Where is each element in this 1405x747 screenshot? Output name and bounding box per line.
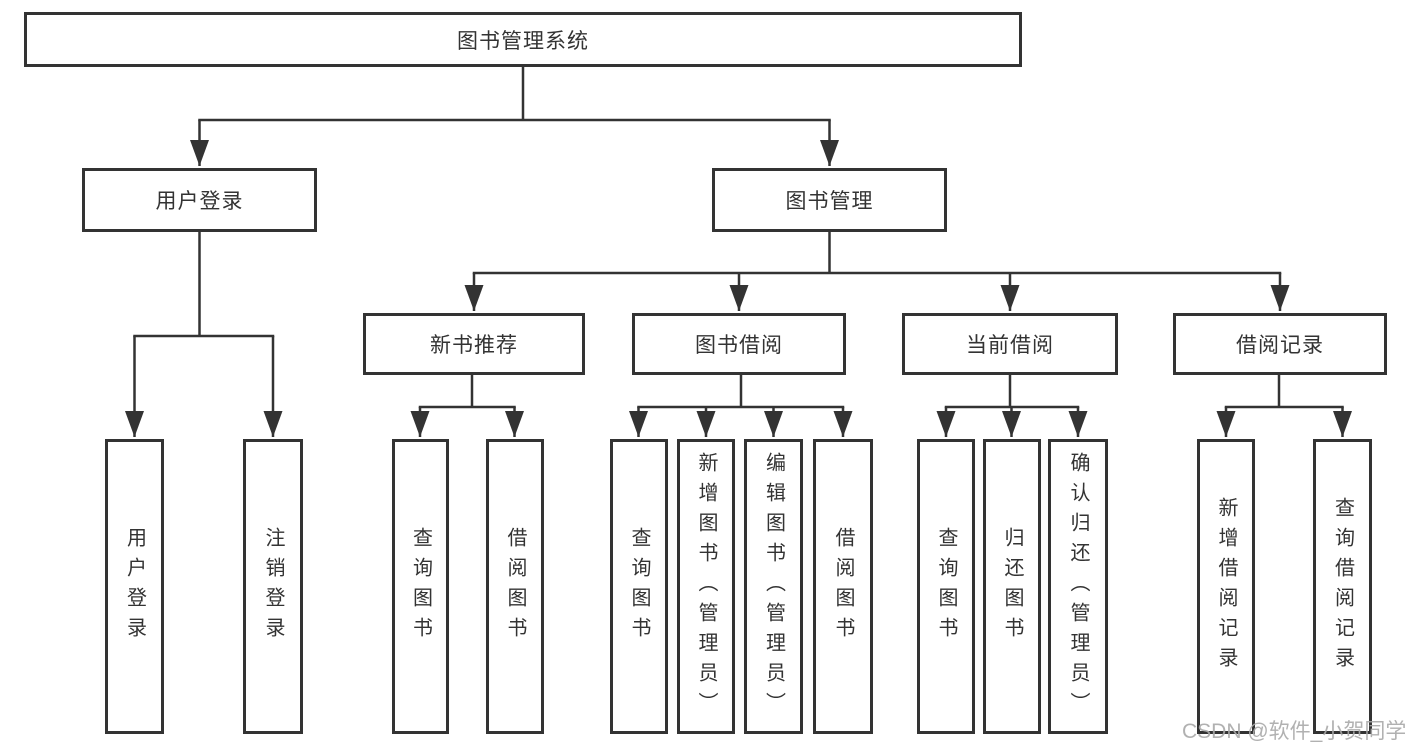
leaf-query-borrow-record: 查询借阅记录 <box>1313 439 1372 734</box>
node-current-borrowing: 当前借阅 <box>902 313 1118 375</box>
node-user-login: 用户登录 <box>82 168 317 232</box>
node-new-book-recommendation: 新书推荐 <box>363 313 585 375</box>
node-new-book-recommendation-label: 新书推荐 <box>430 334 518 357</box>
leaf-borrow-books-borrowing-label: 借阅图书 <box>832 526 854 647</box>
node-borrowing-records: 借阅记录 <box>1173 313 1387 375</box>
leaf-borrow-books-recommend: 借阅图书 <box>486 439 544 734</box>
leaf-query-books-borrowing-label: 查询图书 <box>628 526 650 647</box>
leaf-confirm-return-admin-label: 确认归还（管理员） <box>1067 451 1089 722</box>
leaf-borrow-books-recommend-label: 借阅图书 <box>504 526 526 647</box>
node-library-system: 图书管理系统 <box>24 12 1022 67</box>
node-user-login-label: 用户登录 <box>155 190 244 213</box>
node-current-borrowing-label: 当前借阅 <box>966 334 1054 357</box>
leaf-borrow-books-borrowing: 借阅图书 <box>813 439 873 734</box>
node-book-borrowing-label: 图书借阅 <box>695 334 783 357</box>
node-borrowing-records-label: 借阅记录 <box>1236 334 1324 357</box>
leaf-user-login: 用户登录 <box>105 439 164 734</box>
leaf-logout: 注销登录 <box>243 439 303 734</box>
leaf-edit-book-admin-label: 编辑图书（管理员） <box>762 451 785 722</box>
leaf-query-books-current-label: 查询图书 <box>935 526 957 647</box>
leaf-add-borrow-record: 新增借阅记录 <box>1197 439 1255 734</box>
leaf-confirm-return-admin: 确认归还（管理员） <box>1048 439 1108 734</box>
leaf-query-books-borrowing: 查询图书 <box>610 439 668 734</box>
leaf-logout-label: 注销登录 <box>262 526 284 647</box>
node-library-system-label: 图书管理系统 <box>457 29 589 53</box>
leaf-query-books-recommend: 查询图书 <box>392 439 449 734</box>
node-book-management-label: 图书管理 <box>785 190 874 213</box>
leaf-query-borrow-record-label: 查询借阅记录 <box>1331 496 1354 677</box>
arrow-lines <box>125 120 1352 437</box>
leaf-query-books-recommend-label: 查询图书 <box>409 526 432 647</box>
leaf-add-borrow-record-label: 新增借阅记录 <box>1215 496 1237 677</box>
leaf-query-books-current: 查询图书 <box>917 439 975 734</box>
leaf-return-books-label: 归还图书 <box>1001 526 1023 647</box>
leaf-return-books: 归还图书 <box>983 439 1041 734</box>
leaf-add-book-admin: 新增图书（管理员） <box>677 439 735 734</box>
leaf-edit-book-admin: 编辑图书（管理员） <box>744 439 803 734</box>
leaf-add-book-admin-label: 新增图书（管理员） <box>695 451 717 722</box>
node-book-management: 图书管理 <box>712 168 947 232</box>
leaf-user-login-label: 用户登录 <box>123 526 146 647</box>
csdn-watermark: CSDN @软件_小贺同学 <box>1182 720 1405 743</box>
node-book-borrowing: 图书借阅 <box>632 313 846 375</box>
tree-branch-lines <box>133 65 1344 409</box>
